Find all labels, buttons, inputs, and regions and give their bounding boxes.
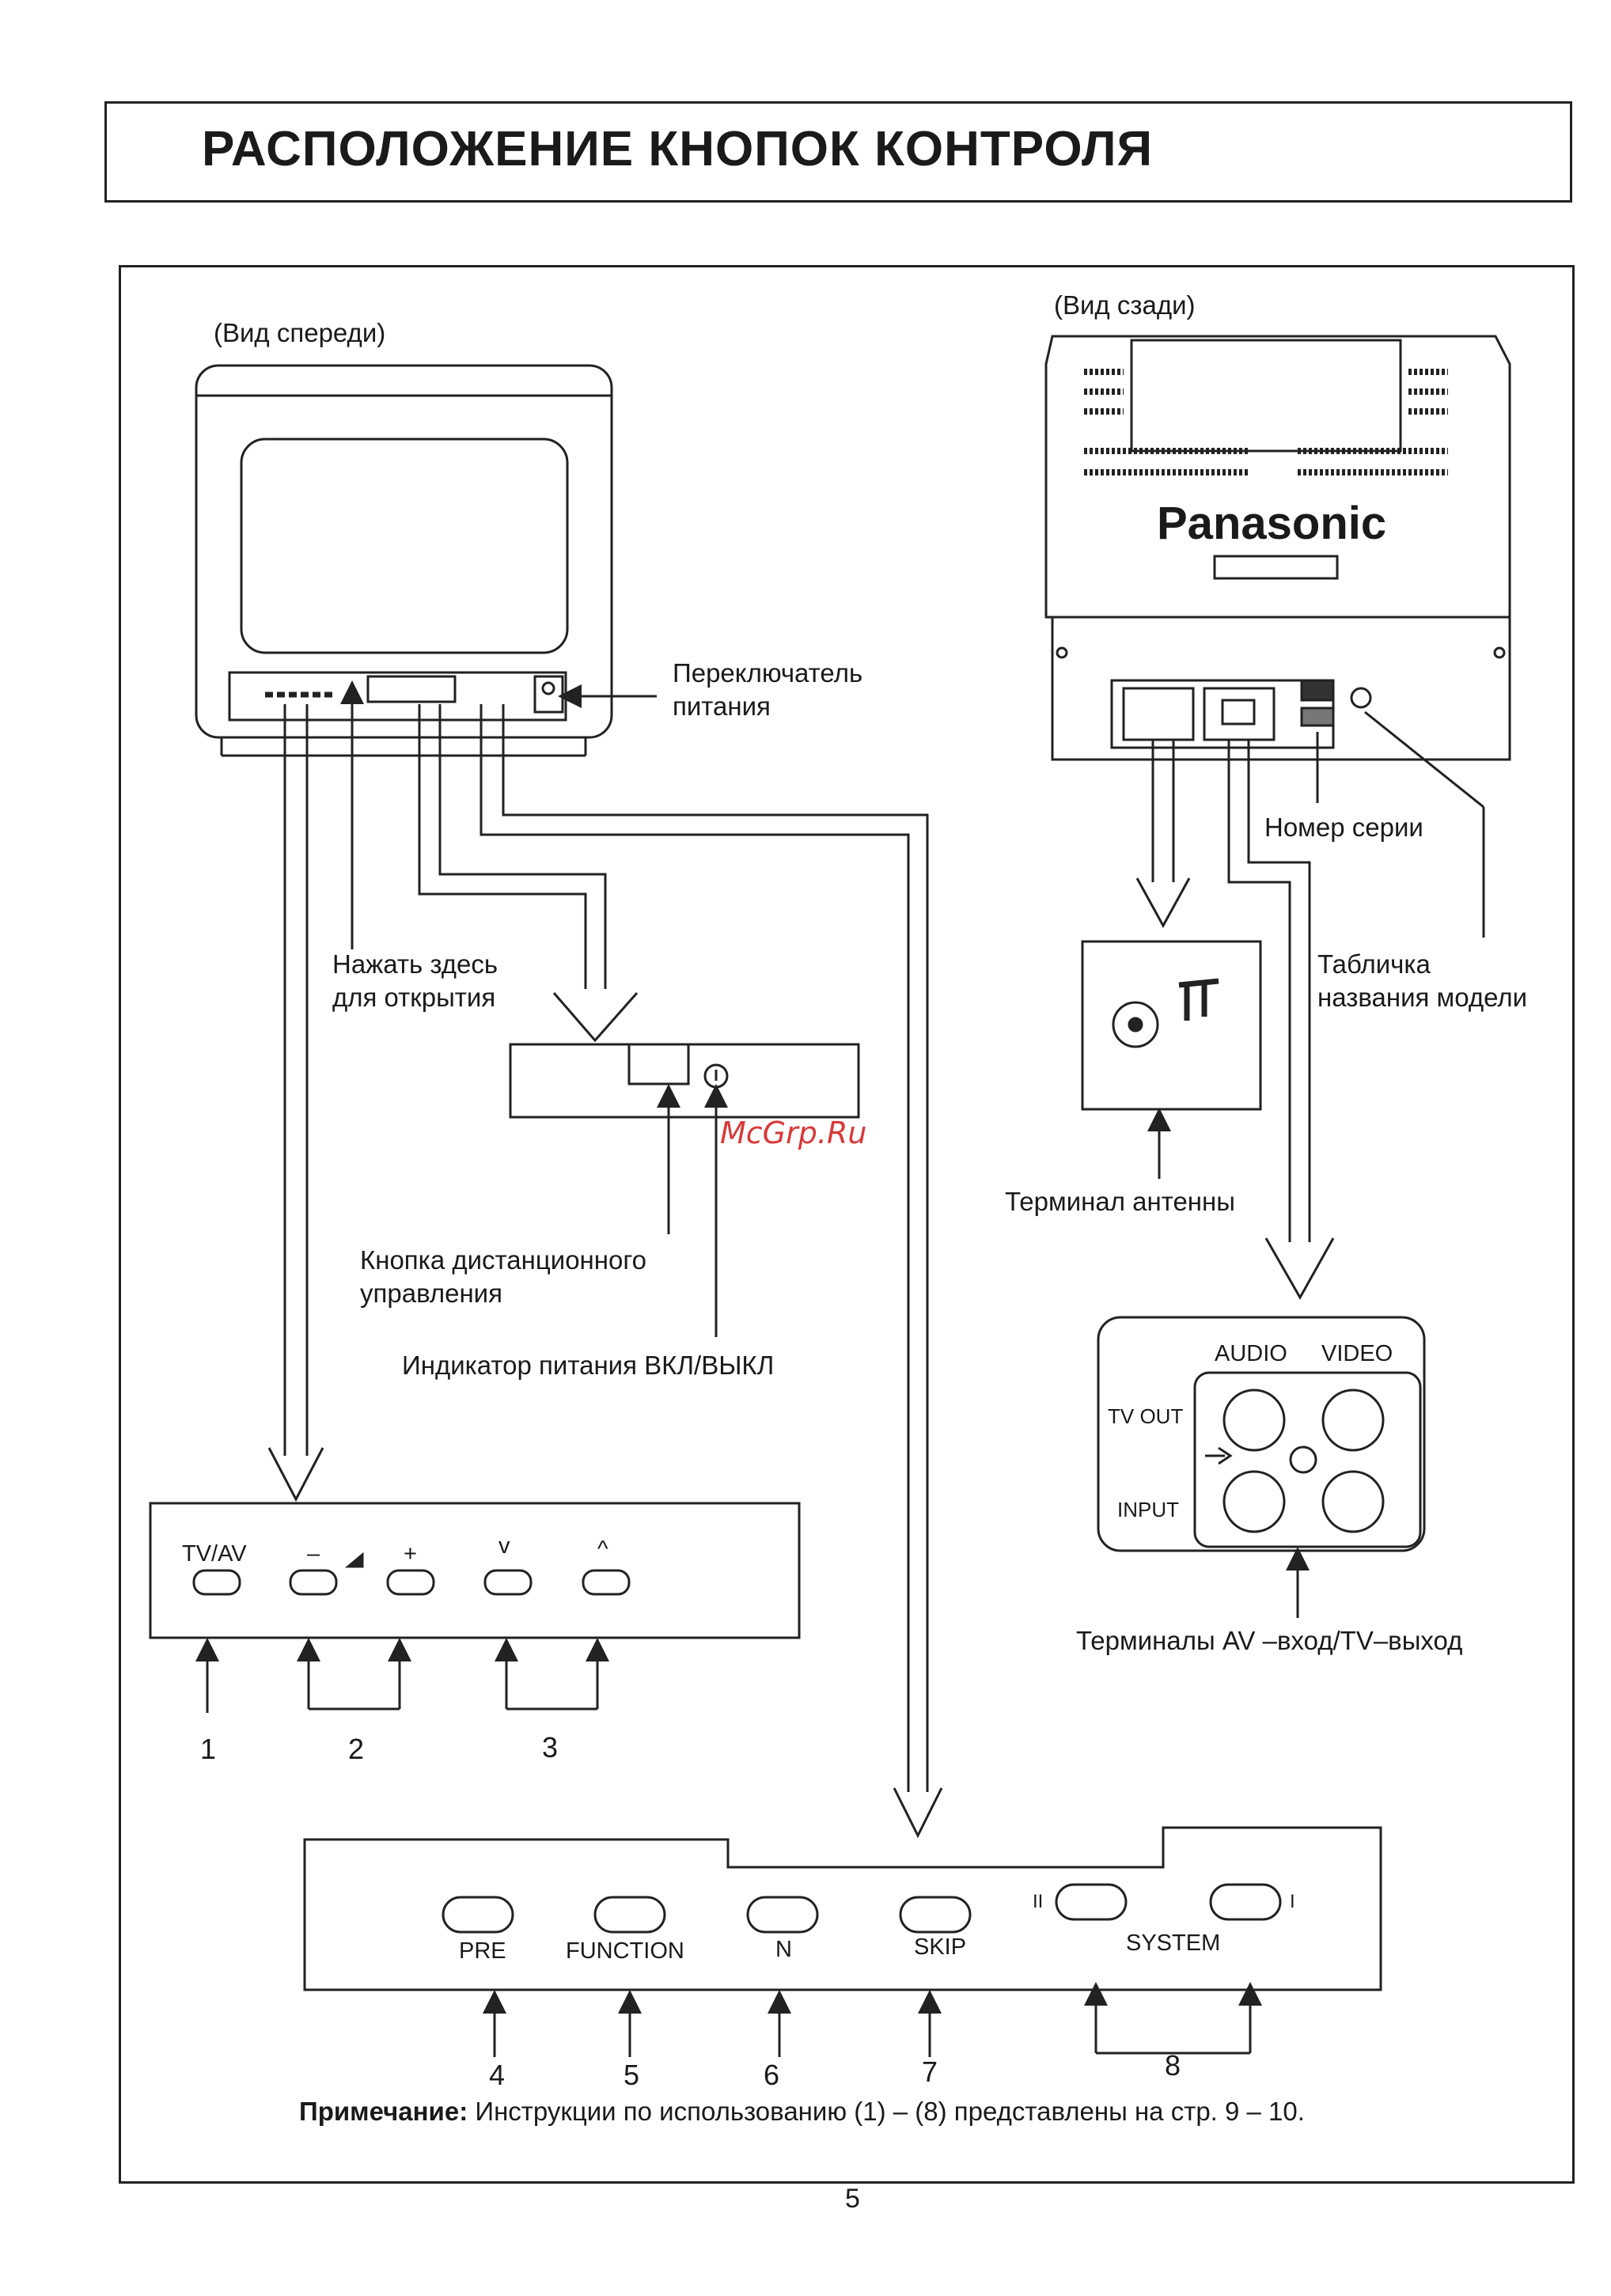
remote-button-label: Кнопка дистанционного управления [360, 1245, 647, 1308]
skip-label: SKIP [914, 1934, 967, 1960]
note-text: Инструкции по использованию (1) – (8) пр… [468, 2097, 1305, 2126]
callout-8: 8 [1165, 2049, 1181, 2082]
system-i-label: I [1290, 1891, 1295, 1912]
front-tv-screen [240, 438, 569, 654]
page-title: РАСПОЛОЖЕНИЕ КНОПОК КОНТРОЛЯ [202, 122, 1154, 176]
note-bold: Примечание: [299, 2097, 468, 2126]
tvav-label: TV/AV [182, 1541, 247, 1567]
callout-7: 7 [922, 2055, 938, 2088]
volume-plus-label: + [404, 1541, 417, 1567]
panel2-box [303, 1826, 1382, 1991]
watermark: McGrp.Ru [720, 1116, 867, 1150]
function-label: FUNCTION [566, 1938, 684, 1964]
power-switch-label: Переключатель питания [673, 658, 863, 721]
model-plate-rect [1213, 555, 1339, 580]
power-indicator-label: Индикатор питания ВКЛ/ВЫКЛ [402, 1351, 775, 1380]
system-label: SYSTEM [1126, 1930, 1221, 1956]
pre-label: PRE [459, 1938, 506, 1964]
front-view-label: (Вид спереди) [214, 318, 386, 347]
rear-view-label: (Вид сзади) [1054, 290, 1196, 320]
press-open-label: Нажать здесь для открытия [332, 949, 498, 1012]
input-label: INPUT [1117, 1498, 1179, 1521]
audio-label: AUDIO [1215, 1341, 1287, 1366]
av-terminals-label: Терминалы AV –вход/TV–выход [1076, 1626, 1463, 1655]
channel-up-label: ^ [597, 1536, 608, 1562]
antenna-label: Терминал антенны [1005, 1187, 1235, 1216]
model-plate-label: Табличка названия модели [1317, 949, 1528, 1012]
callout-2: 2 [348, 1733, 365, 1765]
front-tv [195, 364, 613, 757]
callout-5: 5 [624, 2059, 640, 2091]
front-tv-body [195, 364, 613, 739]
callout-6: 6 [764, 2059, 780, 2091]
callout-3: 3 [542, 1731, 559, 1764]
antenna-terminal-box [1081, 940, 1262, 1111]
callout-1: 1 [200, 1733, 217, 1765]
note: Примечание: Инструкции по использованию … [299, 2097, 1305, 2127]
panel1-box [149, 1502, 801, 1639]
rear-tv [1044, 335, 1511, 761]
diagram-frame [119, 265, 1575, 2184]
tv-out-label: TV OUT [1108, 1404, 1184, 1428]
av-terminal-box [1097, 1316, 1426, 1552]
remote-panel [509, 1043, 860, 1119]
system-ii-label: II [1033, 1891, 1044, 1912]
serial-label: Номер серии [1264, 813, 1423, 842]
n-label: N [775, 1937, 792, 1962]
channel-down-label: v [498, 1533, 510, 1559]
video-label: VIDEO [1321, 1341, 1393, 1366]
page-number: 5 [845, 2184, 860, 2214]
title-box: РАСПОЛОЖЕНИЕ КНОПОК КОНТРОЛЯ [104, 101, 1572, 203]
callout-4: 4 [489, 2059, 506, 2091]
volume-minus-label: – [307, 1541, 320, 1567]
brand-logo: Panasonic [1157, 498, 1387, 549]
